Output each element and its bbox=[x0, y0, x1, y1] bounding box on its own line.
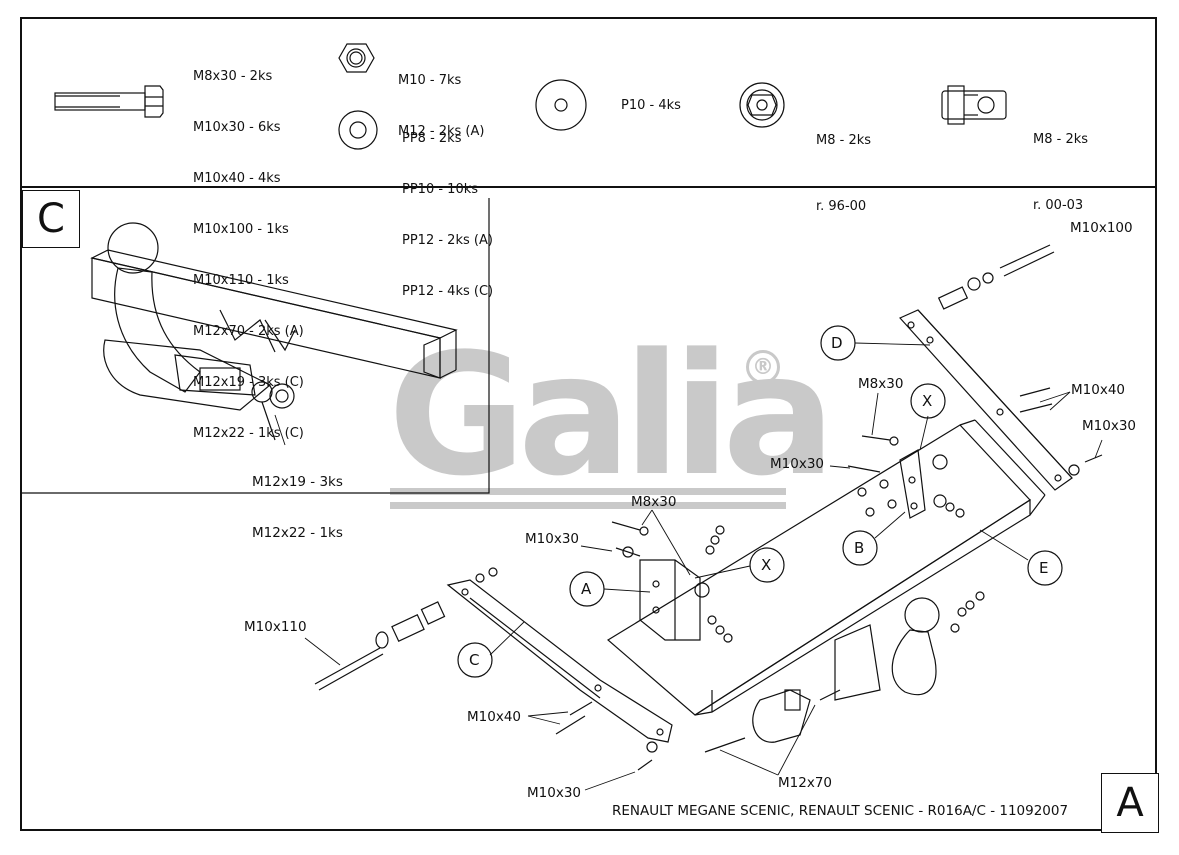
registered-mark: ® bbox=[746, 350, 780, 384]
bracket-b bbox=[899, 449, 926, 519]
cage-nut-qty: M8 - 2ks bbox=[1033, 132, 1089, 147]
view-letter: A bbox=[1101, 773, 1159, 833]
callout-m10x40-right: M10x40 bbox=[1071, 382, 1125, 398]
header-divider bbox=[20, 186, 1157, 188]
detail-c-parts: M12x19 - 3ks M12x22 - 1ks bbox=[252, 440, 343, 559]
bolt-icon bbox=[54, 85, 164, 118]
callout-a: A bbox=[581, 580, 592, 598]
callout-m8x30-left: M8x30 bbox=[631, 494, 677, 510]
cage-nut-qty: M8 - 2ks bbox=[816, 133, 872, 148]
callout-circle-x bbox=[910, 383, 946, 419]
nut-spec: M10 - 7ks bbox=[398, 73, 462, 88]
bolt-spec: M8x30 - 2ks bbox=[193, 69, 273, 84]
flat-washer-icon bbox=[535, 79, 587, 131]
crossbar-e bbox=[606, 419, 1046, 716]
bolt-spec: M10x30 - 6ks bbox=[193, 120, 281, 135]
bracket-c bbox=[446, 579, 673, 743]
detail-c-letter: C bbox=[22, 190, 80, 248]
washer-icon bbox=[338, 110, 378, 150]
callout-m10x30-mid: M10x30 bbox=[770, 456, 824, 472]
nuts-list: M10 - 7ks M12 - 2ks (A) bbox=[398, 38, 484, 157]
callout-x-right: X bbox=[922, 392, 933, 410]
cage-nut-2-spec: M8 - 2ks r. 00-03 bbox=[1033, 85, 1088, 239]
callout-circle-b bbox=[842, 530, 878, 566]
callout-circle-d bbox=[820, 325, 856, 361]
callout-c: C bbox=[469, 651, 480, 669]
nut-icon bbox=[338, 43, 375, 73]
detail-c-part: M12x19 - 3ks bbox=[252, 474, 343, 490]
callout-circle-a bbox=[569, 571, 605, 607]
callout-circle-x bbox=[749, 547, 785, 583]
bolt-spec: M10x40 - 4ks bbox=[193, 171, 281, 186]
galia-watermark: Galia ® bbox=[388, 330, 836, 520]
tow-ball-assembly bbox=[752, 597, 940, 743]
bolt-spec: M10x100 - 1ks bbox=[193, 222, 289, 237]
cage-nut-clip-icon bbox=[941, 85, 1007, 125]
callout-m12x70: M12x70 bbox=[778, 775, 832, 791]
flat-washer-spec: P10 - 4ks bbox=[621, 98, 681, 113]
bracket-a bbox=[639, 559, 701, 641]
watermark-bar bbox=[390, 488, 786, 495]
callout-m10x110: M10x110 bbox=[244, 619, 307, 635]
drawing-title: RENAULT MEGANE SCENIC, RENAULT SCENIC - … bbox=[612, 803, 1069, 819]
washer-spec: PP12 - 4ks (C) bbox=[402, 284, 494, 299]
callout-m10x30-left: M10x30 bbox=[525, 531, 579, 547]
callout-d: D bbox=[831, 334, 843, 352]
detail-c-part: M12x22 - 1ks bbox=[252, 525, 343, 541]
washer-spec: PP12 - 2ks (A) bbox=[402, 233, 493, 248]
callout-circle-e bbox=[1027, 550, 1063, 586]
leader-lines bbox=[274, 342, 1103, 791]
cage-nut-1-spec: M8 - 2ks r. 96-00 bbox=[816, 86, 871, 240]
bolt-spec: M12x22 - 1ks (C) bbox=[193, 426, 304, 441]
cage-nut-years: r. 00-03 bbox=[1033, 198, 1084, 213]
fasteners bbox=[314, 244, 1103, 771]
bolts-list: M8x30 - 2ks M10x30 - 6ks M10x40 - 4ks M1… bbox=[193, 34, 304, 459]
drawing-frame bbox=[20, 17, 1157, 831]
tow-ball bbox=[107, 222, 159, 274]
callout-circle-c bbox=[457, 642, 493, 678]
washer-spec: PP8 - 2ks bbox=[402, 131, 462, 146]
bracket-d bbox=[899, 309, 1073, 491]
cage-nut-icon bbox=[739, 82, 785, 128]
cage-nut-years: r. 96-00 bbox=[816, 199, 867, 214]
detail-c-drawing bbox=[90, 222, 458, 441]
callout-m10x30-bottom: M10x30 bbox=[527, 785, 581, 801]
tow-ball bbox=[904, 597, 940, 633]
callout-m10x30-right: M10x30 bbox=[1082, 418, 1136, 434]
callout-b: B bbox=[854, 539, 865, 557]
callout-m8x30-right: M8x30 bbox=[858, 376, 904, 392]
washer-spec: PP10 - 10ks bbox=[402, 182, 479, 197]
callout-x-left: X bbox=[761, 556, 772, 574]
watermark-bar bbox=[390, 502, 786, 509]
washers-list: PP8 - 2ks PP10 - 10ks PP12 - 2ks (A) PP1… bbox=[402, 96, 493, 317]
callout-e: E bbox=[1039, 559, 1049, 577]
nut-spec: M12 - 2ks (A) bbox=[398, 124, 485, 139]
callout-m10x40-left: M10x40 bbox=[467, 709, 521, 725]
callout-m10x100: M10x100 bbox=[1070, 220, 1133, 236]
detail-c-border bbox=[22, 198, 490, 494]
